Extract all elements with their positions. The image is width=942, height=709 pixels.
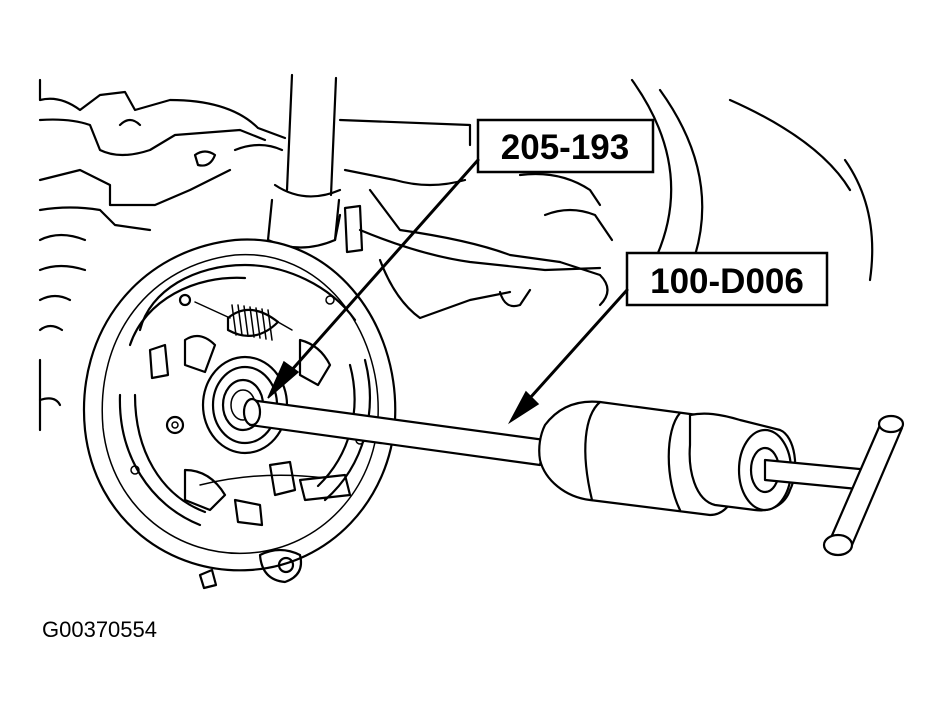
callout-label-100-D006: 100-D006 xyxy=(650,262,804,301)
callout-205-193: 205-193 xyxy=(267,118,655,399)
arrowhead-icon xyxy=(507,390,540,425)
callout-100-D006: 100-D006 xyxy=(507,251,829,425)
arrowhead-icon xyxy=(267,360,300,399)
callout-label-205-193: 205-193 xyxy=(501,128,629,167)
figure-id: G00370554 xyxy=(42,617,157,642)
rear-axle-shaft-illustration xyxy=(38,73,874,432)
brake-backing-plate-illustration xyxy=(82,238,397,590)
return-spring-icon xyxy=(194,301,293,341)
slide-hammer-tool-illustration xyxy=(242,397,905,557)
